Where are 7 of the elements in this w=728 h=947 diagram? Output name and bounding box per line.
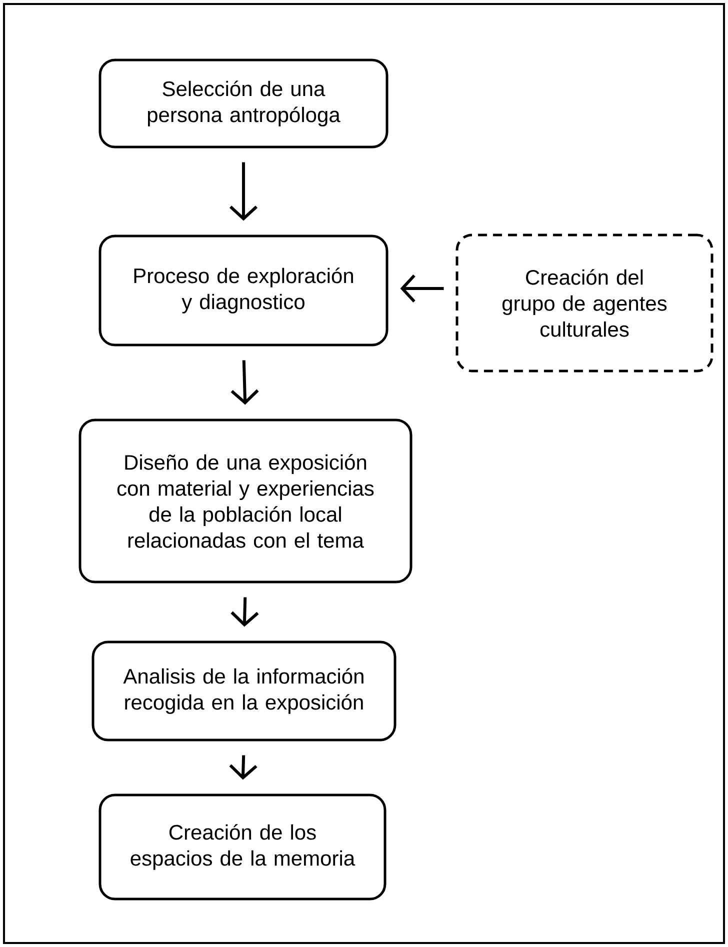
process-box: Diseño de una exposición con material y experiencias de la población local relacionadas con el tema — [78, 418, 412, 584]
dashed-box: Creación del grupo de agentes culturales — [456, 234, 714, 372]
process-box: Creación de los espacios de la memoria — [98, 794, 386, 900]
process-box: Analisis de la información recogida en la exposición — [92, 640, 396, 742]
arrow — [229, 162, 258, 221]
process-box: Proceso de exploración y diagnostico — [98, 234, 388, 346]
process-box: Selección de una persona antropóloga — [98, 58, 388, 148]
